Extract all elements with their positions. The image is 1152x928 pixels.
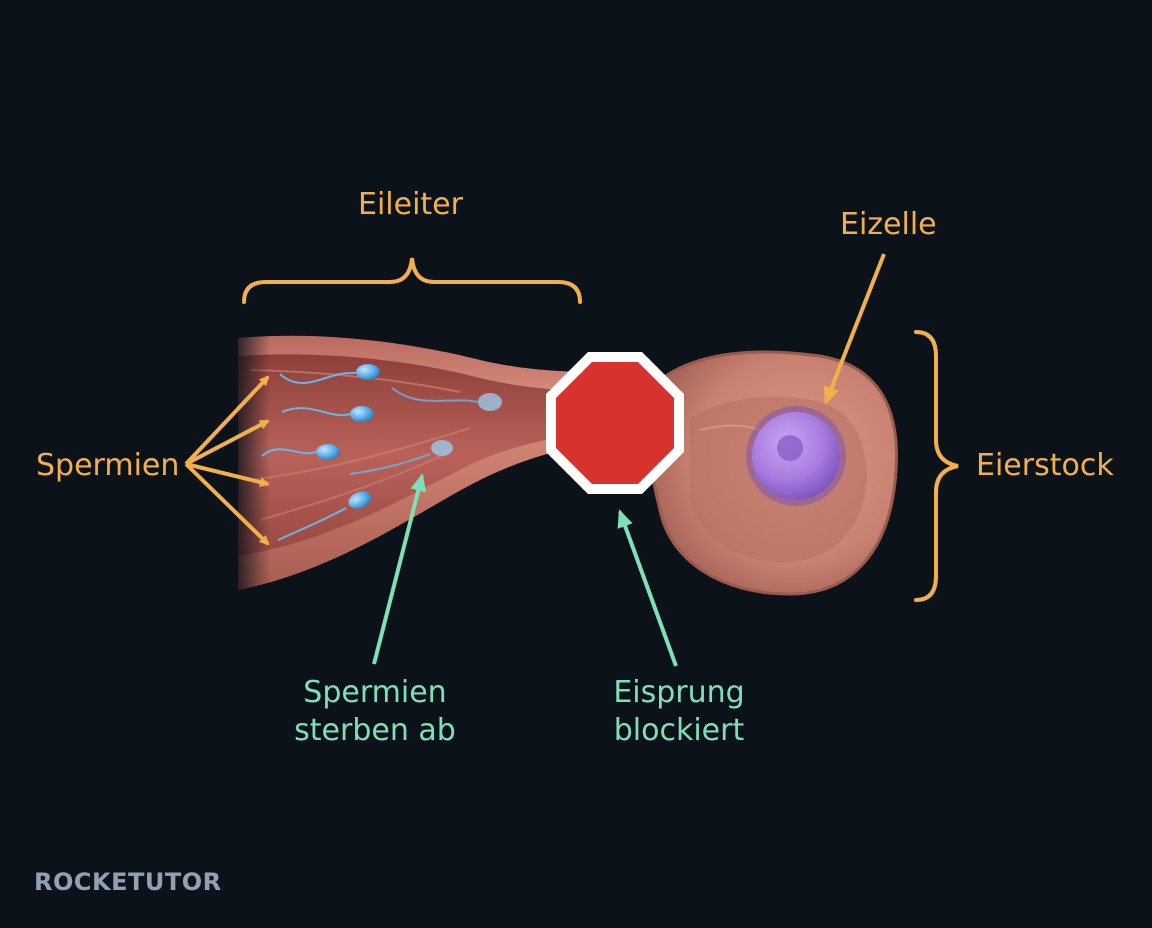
eierstock-brace <box>914 330 959 602</box>
label-line: sterben ab <box>294 713 456 748</box>
label-eileiter: Eileiter <box>358 187 463 222</box>
sperm-icon <box>391 387 502 411</box>
sperm-icon <box>261 444 340 460</box>
eizelle-arrow <box>824 253 886 405</box>
sperm-icon <box>277 491 372 541</box>
spermien-arrows <box>184 375 270 546</box>
eileiter-brace <box>242 257 582 304</box>
egg-cell-icon <box>746 406 846 506</box>
eisprung-blockiert-arrow <box>617 509 678 667</box>
label-line: Eisprung <box>613 675 745 710</box>
spermien-sterben-arrow <box>372 473 427 665</box>
label-spermien: Spermien <box>36 448 180 483</box>
label-line: Spermien <box>303 675 447 710</box>
label-eizelle: Eizelle <box>840 207 937 242</box>
label-spermien-sterben-ab: Spermien sterben ab <box>290 674 460 750</box>
sperm-icon <box>279 364 380 384</box>
label-line: blockiert <box>613 713 745 748</box>
label-eierstock: Eierstock <box>976 448 1114 483</box>
stop-sign-icon <box>546 352 684 494</box>
sperm-cells <box>261 364 502 541</box>
label-eisprung-blockiert: Eisprung blockiert <box>604 674 754 750</box>
sperm-icon <box>349 440 453 475</box>
sperm-icon <box>281 406 374 422</box>
rocketutor-logo: ROCKETUTOR <box>34 868 222 896</box>
